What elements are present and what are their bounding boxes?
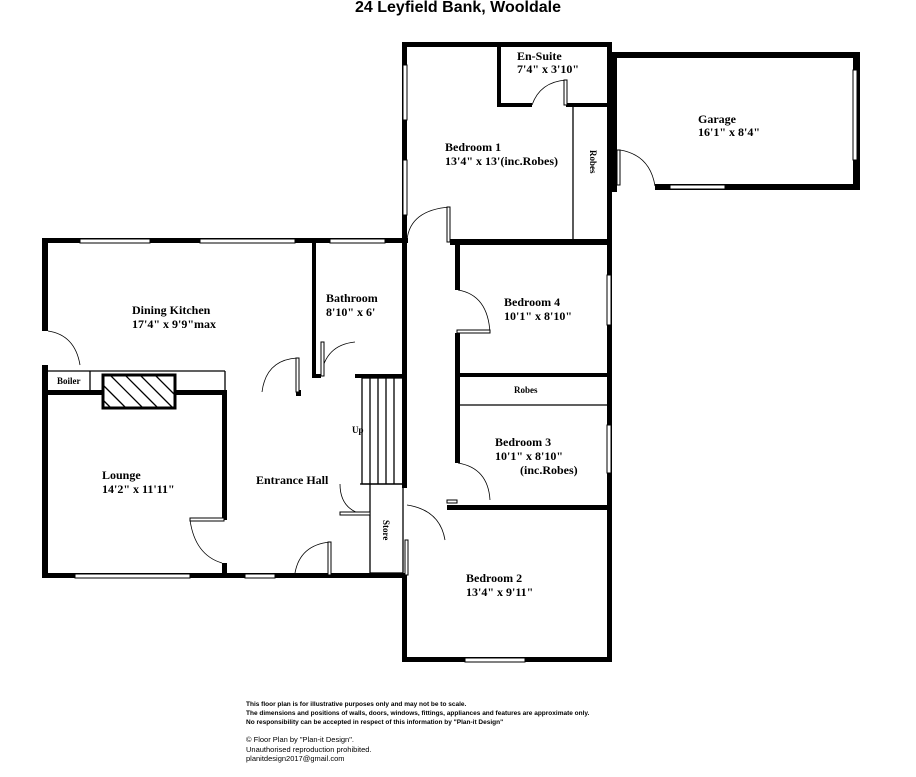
lounge-label: Lounge [102, 468, 141, 482]
boiler-label: Boiler [57, 376, 81, 386]
bathroom-size: 8'10" x 6' [326, 305, 375, 319]
disclaimer-line: This floor plan is for illustrative purp… [246, 701, 467, 708]
ensuite-size: 7'4" x 3'10" [517, 62, 579, 76]
credit-line: Unauthorised reproduction prohibited. [246, 744, 372, 754]
stairs-up-label: Up [352, 425, 364, 435]
credits: © Floor Plan by "Plan-it Design". Unauth… [246, 735, 372, 764]
bedroom3-size: 10'1" x 8'10" [495, 449, 563, 463]
dining-kitchen-label: Dining Kitchen [132, 303, 211, 317]
plan-title: 24 Leyfield Bank, Wooldale [355, 0, 561, 16]
robes2-label: Robes [514, 385, 538, 395]
fireplace [101, 373, 177, 410]
bedroom3-note: (inc.Robes) [520, 463, 578, 477]
disclaimer-line: The dimensions and positions of walls, d… [246, 710, 590, 717]
bedroom2-size: 13'4" x 9'11" [466, 585, 533, 599]
garage-label: Garage [698, 112, 737, 126]
entrance-hall-label: Entrance Hall [256, 473, 329, 487]
ensuite-label: En-Suite [517, 49, 562, 63]
bedroom3-label: Bedroom 3 [495, 435, 551, 449]
bathroom-label: Bathroom [326, 291, 378, 305]
lounge-size: 14'2" x 11'11" [102, 482, 175, 496]
credit-line: planitdesign2017@gmail.com [246, 754, 345, 763]
garage-size: 16'1" x 8'4" [698, 125, 760, 139]
credit-line: © Floor Plan by "Plan-it Design". [246, 735, 354, 744]
staircase[interactable] [361, 377, 405, 485]
walls [42, 42, 860, 662]
bedroom1-size: 13'4" x 13'(inc.Robes) [445, 154, 558, 168]
bedroom2-label: Bedroom 2 [466, 571, 522, 585]
disclaimer: This floor plan is for illustrative purp… [246, 700, 589, 727]
interior-lines [48, 107, 607, 574]
doors[interactable] [47, 79, 656, 576]
bedroom4-label: Bedroom 4 [504, 295, 560, 309]
dining-kitchen-size: 17'4" x 9'9"max [132, 317, 216, 331]
bedroom4-size: 10'1" x 8'10" [504, 309, 572, 323]
bedroom1-label: Bedroom 1 [445, 140, 501, 154]
store-label: Store [381, 520, 391, 540]
windows [74, 64, 858, 663]
robes1-label: Robes [588, 150, 598, 174]
disclaimer-line: No responsibility can be accepted in res… [246, 719, 504, 726]
